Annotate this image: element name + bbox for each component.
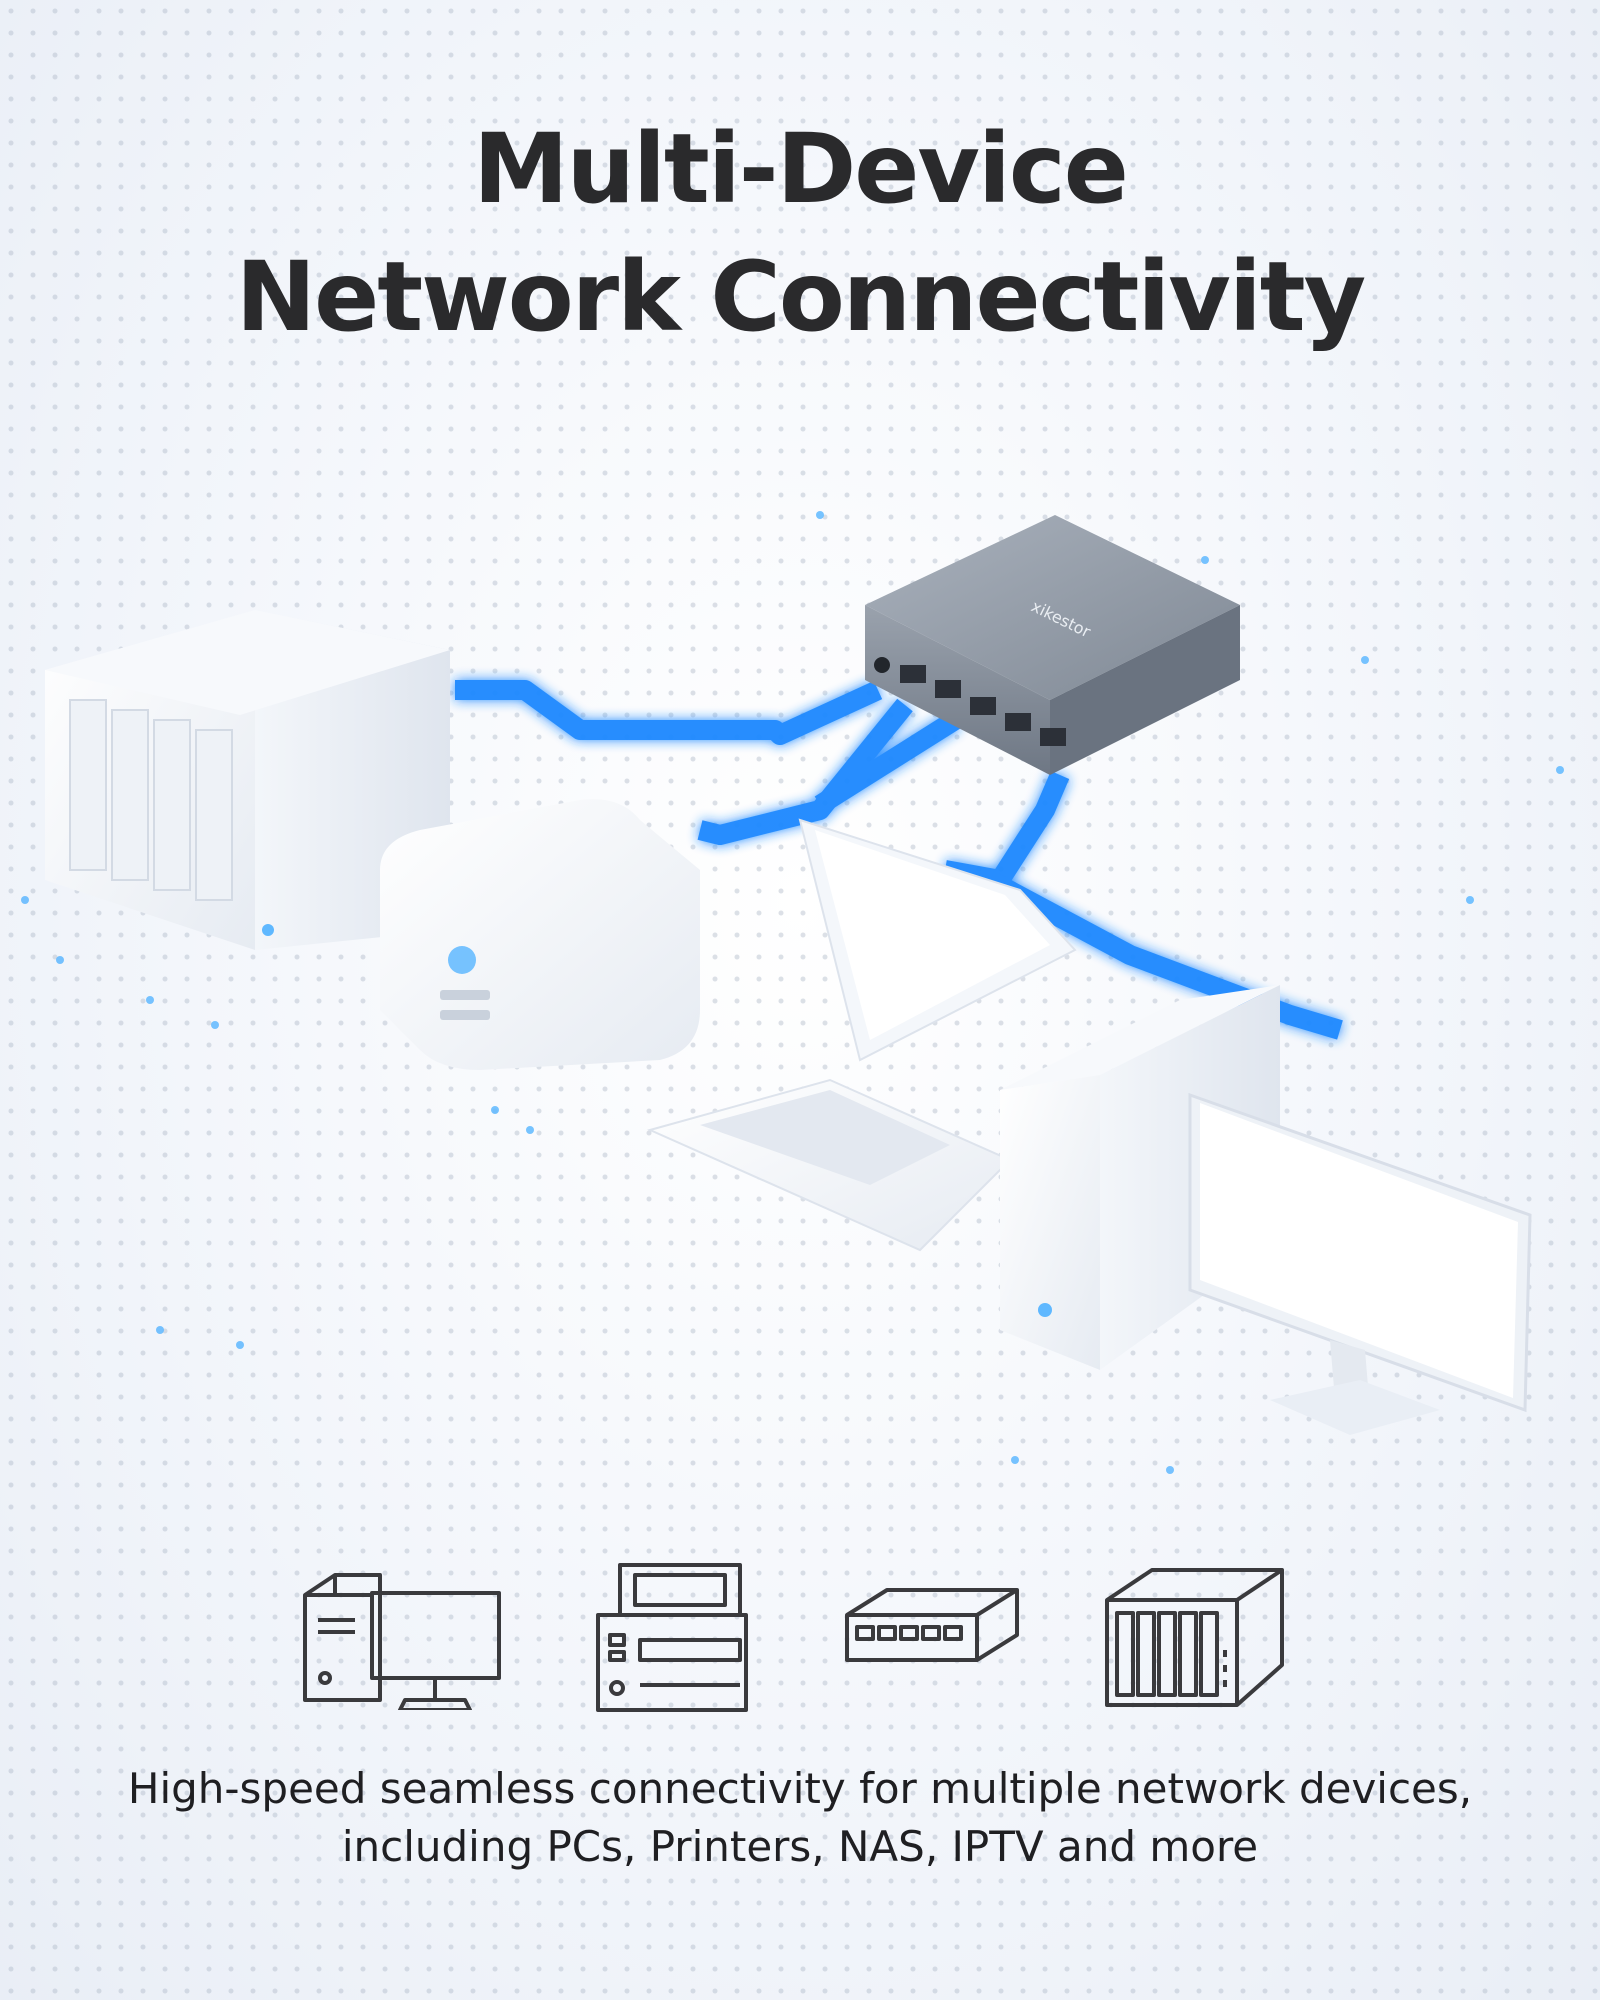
cable-laptop (814, 711, 961, 814)
caption-line-2: including PCs, Printers, NAS, IPTV and m… (341, 1822, 1259, 1871)
headline-line-1: Multi-Device (473, 113, 1129, 225)
printer-icon (596, 1563, 748, 1712)
cable-minipc (697, 698, 913, 845)
caption-line-1: High-speed seamless connectivity for mul… (127, 1764, 1473, 1813)
cable-tower (943, 771, 1070, 890)
headline: Multi-Device Network Connectivity (0, 105, 1600, 361)
glow-dots (21, 511, 1564, 1474)
mini-pc (380, 799, 700, 1070)
pc-icon (303, 1573, 501, 1710)
cable-nas (455, 680, 883, 745)
headline-line-2: Network Connectivity (235, 241, 1366, 353)
network-switch: xikestor (865, 515, 1240, 775)
nas-icon (1105, 1568, 1284, 1707)
monitor (1188, 1092, 1532, 1435)
cable-monitor (985, 871, 1343, 1040)
caption: High-speed seamless connectivity for mul… (0, 1760, 1600, 1876)
switch-icon (845, 1588, 1019, 1662)
device-icons-row (0, 1560, 1600, 1730)
laptop (647, 818, 1077, 1252)
